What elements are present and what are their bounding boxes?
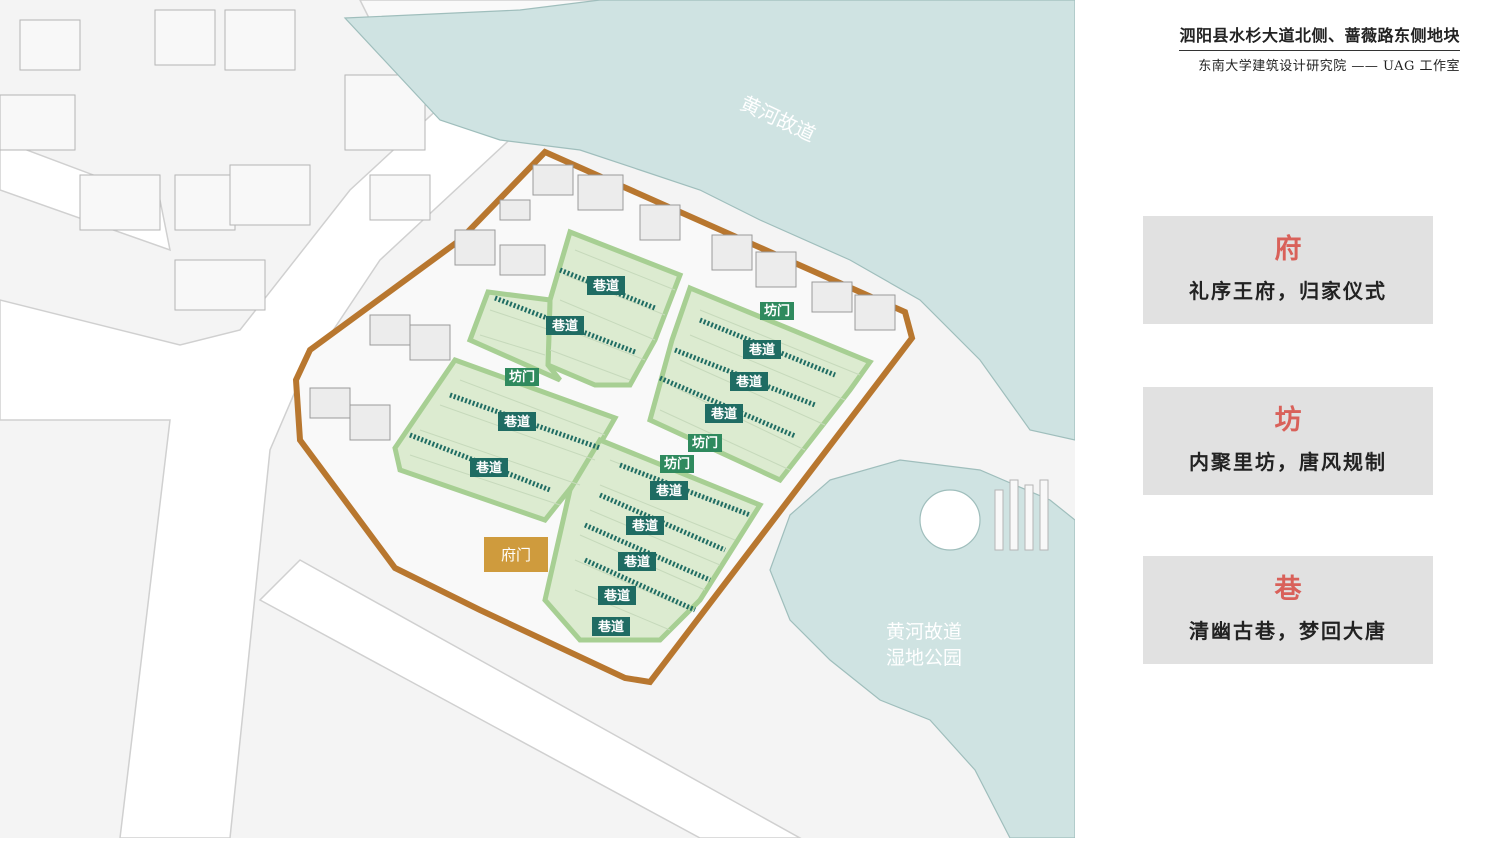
- lane-tags: 巷道 巷道 巷道 巷道 巷道 巷道 巷道 巷道 巷道 巷道 巷道 巷道: [470, 276, 781, 636]
- fang-gate-tags: 坊门 坊门 坊门 坊门: [505, 302, 794, 473]
- fang-gate-tag-1: 坊门: [764, 303, 790, 319]
- lane-tag-4: 巷道: [735, 374, 762, 390]
- card-xiang-char: 巷: [1274, 574, 1302, 605]
- fang-gate-tag-2: 坊门: [509, 369, 535, 385]
- park-label-line2: 湿地公园: [886, 647, 962, 669]
- lane-tag-2: 巷道: [551, 318, 578, 334]
- site-plan-drawing: 巷道 巷道 巷道 巷道 巷道 巷道 巷道 巷道 巷道 巷道 巷道 巷道: [0, 0, 1075, 838]
- lane-tag-1: 巷道: [592, 278, 619, 294]
- lane-tag-5: 巷道: [710, 406, 737, 422]
- card-xiang: 巷 清幽古巷，梦回大唐: [1143, 556, 1433, 664]
- card-fu-char: 府: [1274, 234, 1302, 265]
- lane-tag-8: 巷道: [655, 483, 682, 499]
- lane-tag-12: 巷道: [597, 619, 624, 635]
- lane-tag-11: 巷道: [603, 588, 630, 604]
- fang-gate-tag-4: 坊门: [664, 456, 690, 472]
- card-fang-char: 坊: [1274, 405, 1302, 436]
- lane-tag-6: 巷道: [503, 414, 530, 430]
- river-water: [343, 0, 1075, 441]
- park-label-line1: 黄河故道: [886, 621, 962, 643]
- lane-tag-3: 巷道: [748, 342, 775, 358]
- lane-tag-10: 巷道: [623, 554, 650, 570]
- lane-tag-9: 巷道: [631, 518, 658, 534]
- main-gate: 府门: [484, 537, 548, 572]
- card-fu-text: 礼序王府，归家仪式: [1189, 279, 1387, 303]
- card-fang: 坊 内聚里坊，唐风规制: [1143, 387, 1433, 495]
- site-perimeter-buildings: [309, 164, 896, 441]
- fang-gate-tag-3: 坊门: [692, 435, 718, 451]
- site-map: 巷道 巷道 巷道 巷道 巷道 巷道 巷道 巷道 巷道 巷道 巷道 巷道: [0, 0, 1075, 838]
- park-pier: [994, 479, 1049, 551]
- header: 泗阳县水杉大道北侧、蔷薇路东侧地块 东南大学建筑设计研究院 —— UAG 工作室: [1179, 22, 1460, 74]
- main-gate-label: 府门: [501, 546, 531, 564]
- project-title: 泗阳县水杉大道北侧、蔷薇路东侧地块: [1179, 22, 1460, 51]
- studio-subtitle: 东南大学建筑设计研究院 —— UAG 工作室: [1198, 59, 1460, 74]
- park-island: [919, 489, 981, 551]
- lane-tag-7: 巷道: [475, 460, 502, 476]
- card-xiang-text: 清幽古巷，梦回大唐: [1189, 619, 1387, 643]
- card-fu: 府 礼序王府，归家仪式: [1143, 216, 1433, 324]
- park-water: [769, 459, 1075, 838]
- card-fang-text: 内聚里坊，唐风规制: [1189, 450, 1387, 474]
